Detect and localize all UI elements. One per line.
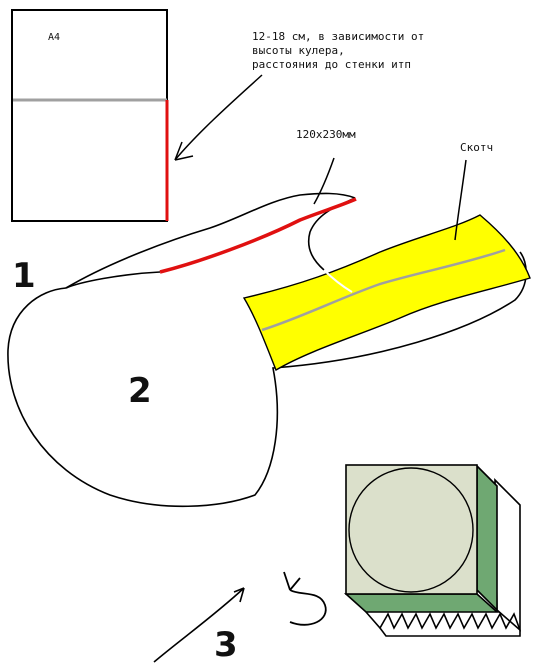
cooler-fan	[343, 464, 521, 637]
step-2-number: 2	[128, 371, 152, 411]
tube-front-rim	[65, 271, 161, 289]
a4-sheet: A4	[11, 9, 169, 222]
fan-paper-back	[494, 478, 521, 632]
tube-body-outline	[7, 251, 527, 508]
tape-label: Скотч	[460, 141, 493, 154]
tube-red-seam	[159, 197, 357, 274]
tape-pointer	[454, 159, 467, 241]
rolled-tube	[7, 192, 531, 508]
fan-zigzag-base	[379, 627, 521, 637]
height-note-line1: 12-18 см, в зависимости от	[252, 30, 424, 43]
a4-label: A4	[48, 32, 60, 43]
step-3-number: 3	[214, 625, 238, 665]
a4-sheet-outline	[11, 9, 168, 222]
tape-flap-line	[323, 269, 353, 293]
rotate-arrow	[283, 571, 327, 626]
fan-circle	[348, 467, 474, 593]
note-arrow	[174, 74, 263, 161]
tube-top-edge	[65, 192, 356, 289]
height-note: 12-18 см, в зависимости от высоты кулера…	[252, 30, 424, 71]
fan-face	[345, 464, 478, 595]
tape-fold-line	[261, 248, 506, 332]
fan-bottom	[343, 593, 500, 613]
height-note-line3: расстояния до стенки итп	[252, 58, 411, 71]
dimensions-label: 120х230мм	[296, 128, 356, 141]
insert-arrow	[153, 587, 245, 663]
step-1-number: 1	[12, 256, 36, 296]
tape-strip	[242, 214, 531, 372]
dimensions-pointer	[313, 157, 335, 205]
height-note-line2: высоты кулера,	[252, 44, 345, 57]
fan-zigzag	[365, 611, 521, 631]
fan-side	[476, 464, 498, 612]
